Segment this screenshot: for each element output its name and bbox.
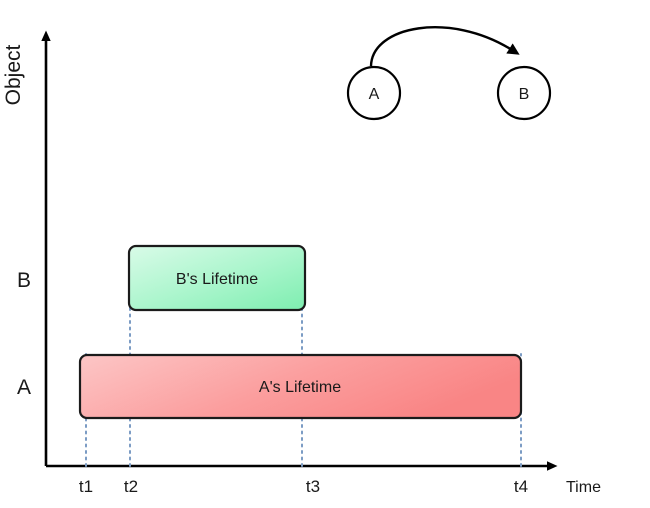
x-tick-label-t3: t3 (306, 477, 320, 496)
message-arrow-a-to-b (369, 26, 520, 67)
lifetime-box-b[interactable] (127, 244, 307, 312)
sequence-node-b-label: B (519, 86, 530, 103)
sequence-node-b[interactable] (496, 65, 552, 121)
y-tick-label-a: A (17, 376, 31, 399)
x-tick-label-t1: t1 (79, 477, 93, 496)
sequence-node-a-label: A (369, 86, 380, 103)
lifetime-box-a-label: A's Lifetime (259, 379, 341, 396)
x-tick-label-t4: t4 (514, 477, 528, 496)
sequence-node-a[interactable] (346, 65, 402, 121)
lifetime-box-a[interactable] (78, 353, 523, 420)
x-axis-title: Time (566, 479, 601, 496)
y-tick-label-b: B (17, 269, 31, 292)
lifetime-box-b-label: B's Lifetime (176, 271, 258, 288)
x-tick-label-t2: t2 (124, 477, 138, 496)
y-axis-title: Object (2, 44, 25, 105)
